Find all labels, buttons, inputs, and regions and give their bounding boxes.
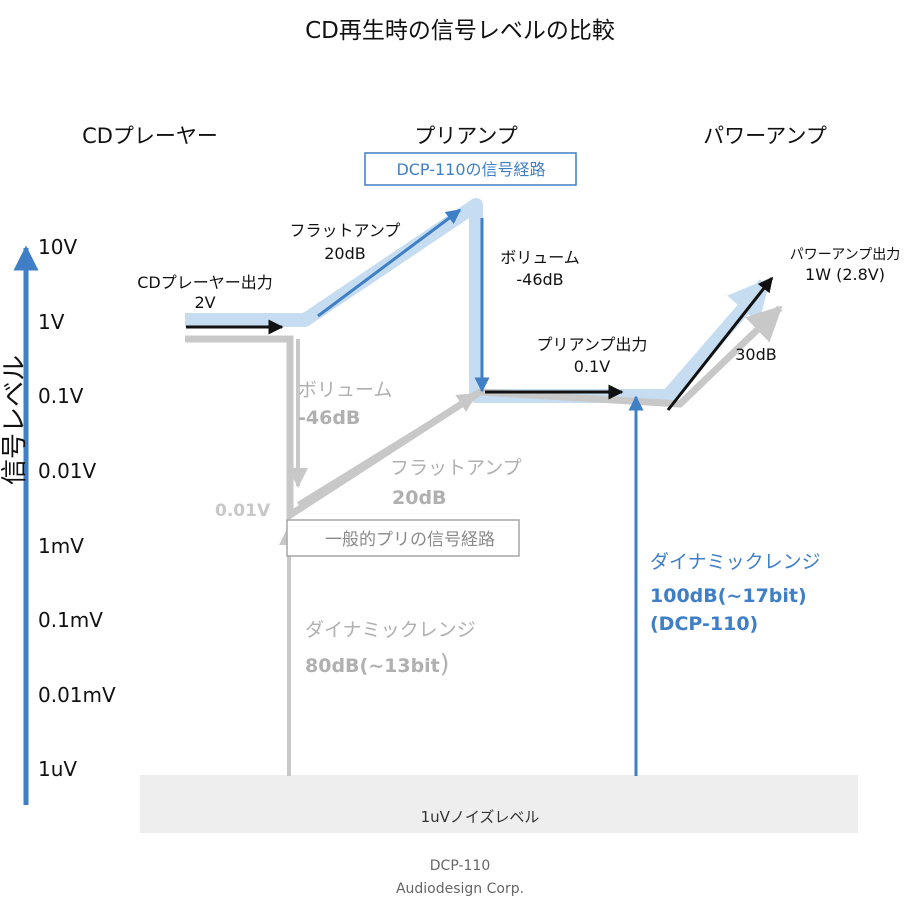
footer-model: DCP-110 — [430, 858, 490, 874]
stage-preamp: プリアンプ — [414, 124, 518, 148]
power-gain-label: 30dB — [735, 345, 777, 364]
volume-label: ボリューム — [500, 248, 580, 267]
stage-cd-player: CDプレーヤー — [82, 124, 218, 148]
flat-amp-gain: 20dB — [324, 244, 366, 263]
general-flat-amp-arrow — [296, 392, 478, 506]
power-amp-arrow — [666, 276, 774, 411]
general-dynamic-range-paren: ) — [440, 649, 450, 678]
level-label-1mv: 1mV — [38, 534, 84, 558]
power-output-label: パワーアンプ出力 — [790, 247, 900, 263]
flat-amp-arrow — [317, 208, 462, 318]
general-level-0-01v: 0.01V — [215, 501, 271, 521]
level-label-0-1mv: 0.1mV — [38, 608, 103, 632]
general-volume-gain: -46dB — [298, 407, 360, 429]
power-output-value: 1W (2.8V) — [805, 265, 885, 284]
preamp-output-value: 0.1V — [574, 357, 610, 376]
dcp-dynamic-range-model: (DCP-110) — [650, 613, 758, 635]
level-label-0-01mv: 0.01mV — [38, 683, 116, 707]
general-volume-label: ボリューム — [298, 379, 392, 401]
dcp-path-legend-box — [364, 152, 577, 186]
noise-floor-label: 1uVノイズレベル — [421, 808, 540, 826]
diagram-title: CD再生時の信号レベルの比較 — [305, 18, 615, 44]
general-path-legend-label: 一般的プリの信号経路 — [325, 530, 495, 550]
cd-output-value: 2V — [194, 293, 215, 312]
stage-power-amp: パワーアンプ — [703, 124, 827, 148]
flat-amp-label: フラットアンプ — [290, 221, 401, 240]
dcp-dynamic-range-value: 100dB(~17bit) — [650, 585, 807, 607]
cd-output-label: CDプレーヤー出力 — [137, 273, 273, 292]
general-signal-path — [185, 305, 783, 522]
general-dynamic-range-number: 80dB(~13bit — [305, 655, 440, 677]
general-dynamic-range-value: 80dB(~13bit) — [305, 649, 450, 678]
general-flat-amp-gain: 20dB — [392, 487, 447, 509]
level-label-0-01v: 0.01V — [38, 459, 97, 483]
footer-company: Audiodesign Corp. — [396, 881, 524, 897]
dcp-path-legend-label: DCP-110の信号経路 — [396, 160, 545, 179]
dcp-signal-path-highlight — [185, 198, 771, 403]
volume-gain: -46dB — [516, 270, 563, 289]
level-label-1v: 1V — [38, 310, 65, 334]
preamp-output-label: プリアンプ出力 — [537, 335, 648, 354]
dcp-dynamic-range-label: ダイナミックレンジ — [650, 551, 821, 573]
noise-floor-band — [140, 775, 858, 833]
general-dynamic-range-label: ダイナミックレンジ — [305, 619, 476, 641]
level-label-1uv: 1uV — [38, 757, 77, 781]
general-path-legend-box — [286, 519, 520, 557]
level-label-0-1v: 0.1V — [38, 384, 84, 408]
general-flat-amp-label: フラットアンプ — [390, 457, 522, 479]
level-label-10v: 10V — [38, 235, 77, 259]
level-axis-title: 信号レベル — [0, 355, 30, 485]
